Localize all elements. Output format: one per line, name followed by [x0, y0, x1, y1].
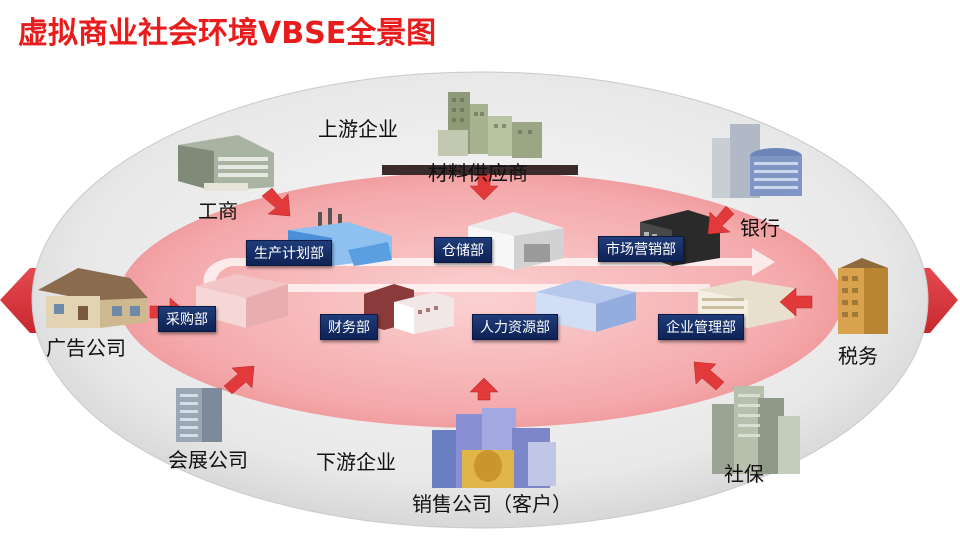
- dept-marketing: 市场营销部: [598, 236, 684, 262]
- label-downstream: 下游企业: [316, 450, 396, 474]
- label-tax: 税务: [838, 344, 878, 368]
- dept-purchasing: 采购部: [158, 306, 216, 332]
- highrise-icon: [176, 388, 222, 442]
- city-cluster-icon: [432, 408, 556, 488]
- factory-icon: [288, 208, 392, 266]
- house-icon: [38, 268, 148, 328]
- bank-tower-icon: [712, 124, 802, 198]
- dept-management: 企业管理部: [658, 314, 744, 340]
- dept-hr: 人力资源部: [472, 314, 558, 340]
- arrow-exhibition-to-purchasing: [223, 365, 255, 395]
- dept-warehouse: 仓储部: [434, 237, 492, 263]
- label-industry-commerce: 工商: [198, 199, 238, 223]
- dept-production-planning: 生产计划部: [246, 240, 332, 266]
- arrow-social-to-management: [693, 361, 725, 391]
- label-bank: 银行: [740, 216, 780, 240]
- label-sales: 销售公司（客户）: [412, 492, 572, 516]
- dept-finance: 财务部: [320, 314, 378, 340]
- label-advertising: 广告公司: [46, 336, 126, 360]
- arrow-gov-to-production: [261, 187, 291, 217]
- page-title: 虚拟商业社会环境VBSE全景图: [18, 16, 437, 51]
- label-upstream: 上游企业: [318, 117, 398, 141]
- arrow-tax-to-management: [779, 287, 813, 317]
- arrow-bank-to-marketing: [707, 205, 735, 235]
- purchasing-building-icon: [196, 274, 288, 328]
- supplier-base: [382, 165, 578, 175]
- arrow-sales-to-hr: [469, 377, 499, 401]
- government-building-icon: [178, 135, 274, 191]
- tax-bureau-icon: [838, 258, 888, 334]
- skyscrapers-icon: [712, 386, 800, 474]
- flow-arrow-bottom: [205, 284, 710, 292]
- arrow-supplier-to-warehouse: [469, 173, 499, 201]
- label-supplier: 材料供应商: [428, 161, 528, 185]
- hr-building-icon: [536, 280, 636, 332]
- office-cluster-icon: [438, 92, 542, 158]
- label-social-security: 社保: [724, 462, 764, 486]
- label-exhibition: 会展公司: [168, 448, 248, 472]
